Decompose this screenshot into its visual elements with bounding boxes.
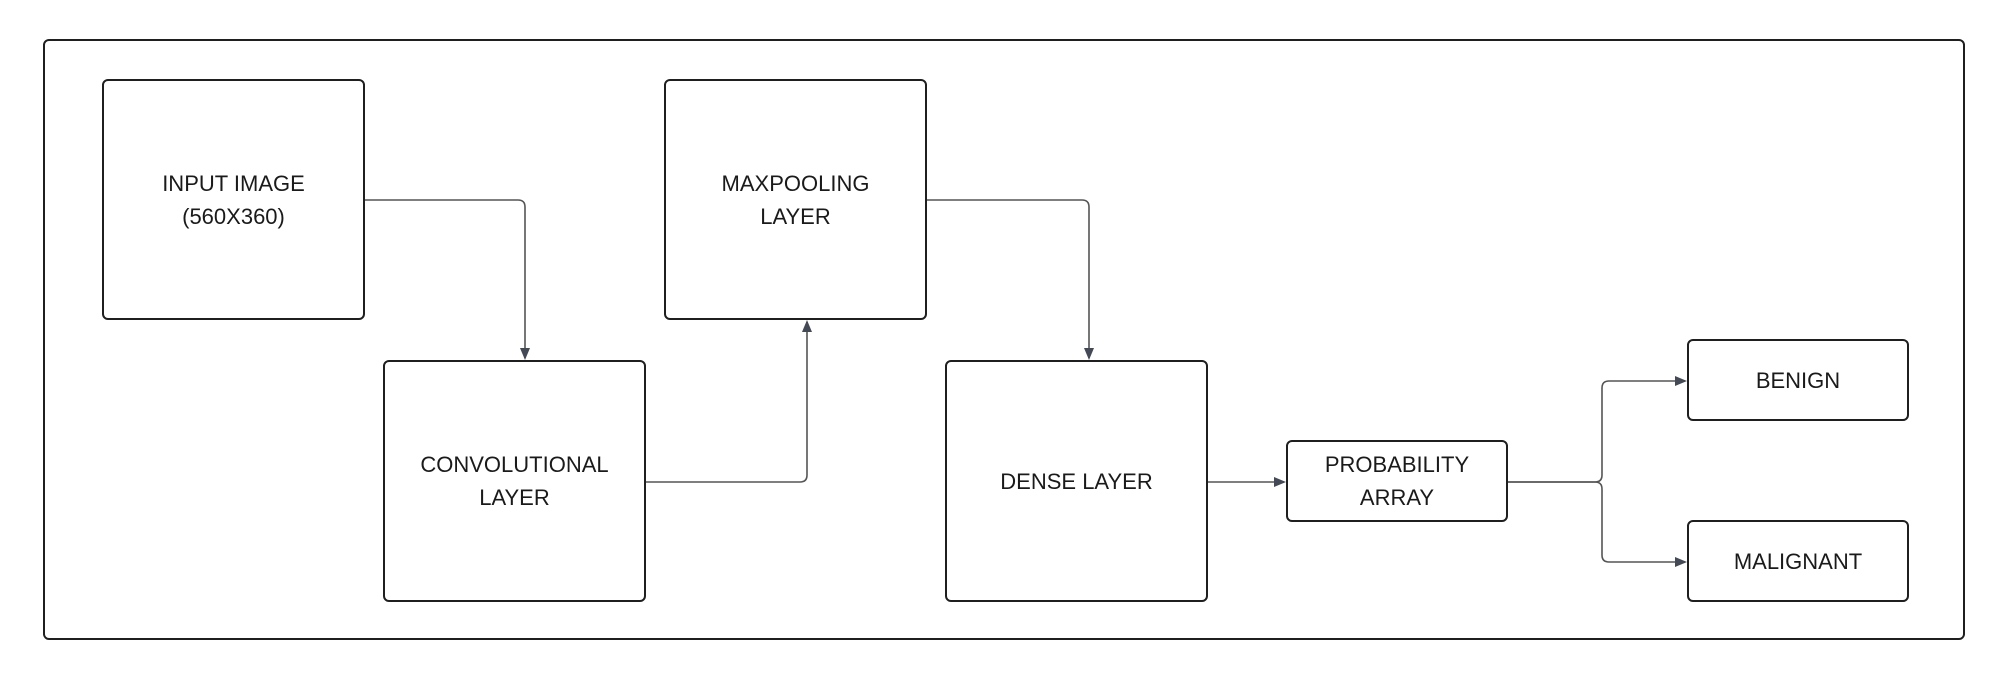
- node-dense-layer-label: DENSE LAYER: [1000, 468, 1153, 494]
- diagram-frame: [43, 39, 1965, 640]
- edge-conv-to-maxpool: [646, 320, 812, 483]
- edge-maxpool-to-dense: [927, 199, 1094, 360]
- node-probability-array-label: PROBABILITY ARRAY: [1324, 452, 1470, 510]
- edge-input-to-conv: [365, 199, 530, 360]
- node-benign-label: BENIGN: [1755, 367, 1841, 393]
- edge-prob-to-malignant: [1508, 481, 1687, 567]
- node-maxpooling-layer: MAXPOOLING LAYER: [664, 79, 927, 320]
- node-benign: BENIGN: [1687, 339, 1909, 421]
- node-convolutional-layer-label: CONVOLUTIONAL LAYER: [420, 452, 609, 510]
- node-input-image: INPUT IMAGE (560X360): [102, 79, 365, 320]
- node-malignant: MALIGNANT: [1687, 520, 1909, 602]
- node-input-image-label: INPUT IMAGE (560X360): [162, 170, 305, 229]
- node-dense-layer: DENSE LAYER: [945, 360, 1208, 602]
- edge-prob-to-benign: [1508, 376, 1687, 483]
- node-convolutional-layer: CONVOLUTIONAL LAYER: [383, 360, 646, 602]
- node-maxpooling-layer-label: MAXPOOLING LAYER: [721, 170, 870, 229]
- node-probability-array: PROBABILITY ARRAY: [1286, 440, 1508, 522]
- node-malignant-label: MALIGNANT: [1733, 548, 1863, 574]
